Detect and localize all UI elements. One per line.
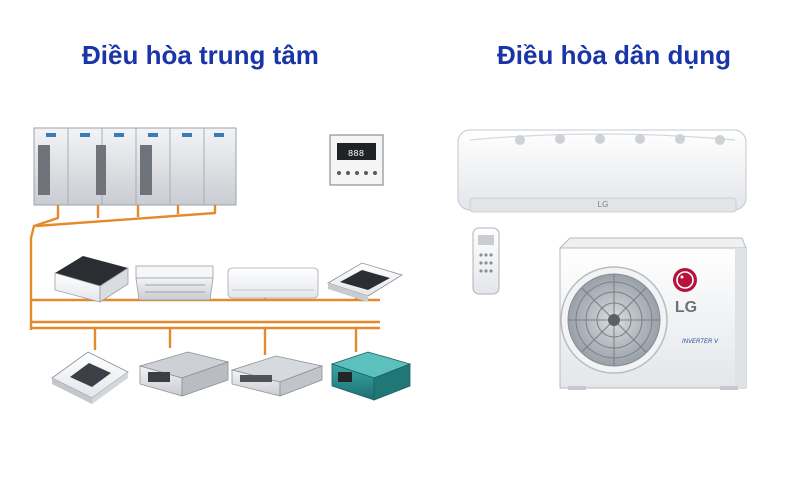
inverter-badge: INVERTER V (682, 339, 719, 345)
split-outdoor-unit: LG INVERTER V (558, 237, 747, 390)
outdoor-brand-label: LG (675, 299, 697, 316)
wired-controller: 888 (329, 134, 384, 186)
indoor-high-static-duct-unit (330, 351, 412, 401)
indoor-cassette-unit-dark (327, 262, 403, 302)
indoor-slim-duct-unit (230, 355, 324, 397)
outdoor-unit-bank (33, 127, 237, 206)
title-central-ac: Điều hòa trung tâm (82, 40, 319, 70)
refrigerant-piping (29, 205, 380, 355)
title-residential-ac: Điều hòa dân dụng (497, 40, 731, 70)
indoor-ceiling-unit (135, 265, 214, 301)
indoor-duct-unit (138, 351, 230, 397)
indoor-brand-label: LG (598, 200, 609, 209)
split-indoor-unit: LG (457, 129, 747, 213)
remote-control (472, 227, 500, 295)
indoor-cassette-unit (54, 256, 129, 303)
lg-logo (673, 268, 697, 292)
indoor-wall-unit (227, 267, 319, 299)
indoor-cassette-unit-4way (51, 351, 129, 404)
controller-display: 888 (348, 149, 364, 159)
